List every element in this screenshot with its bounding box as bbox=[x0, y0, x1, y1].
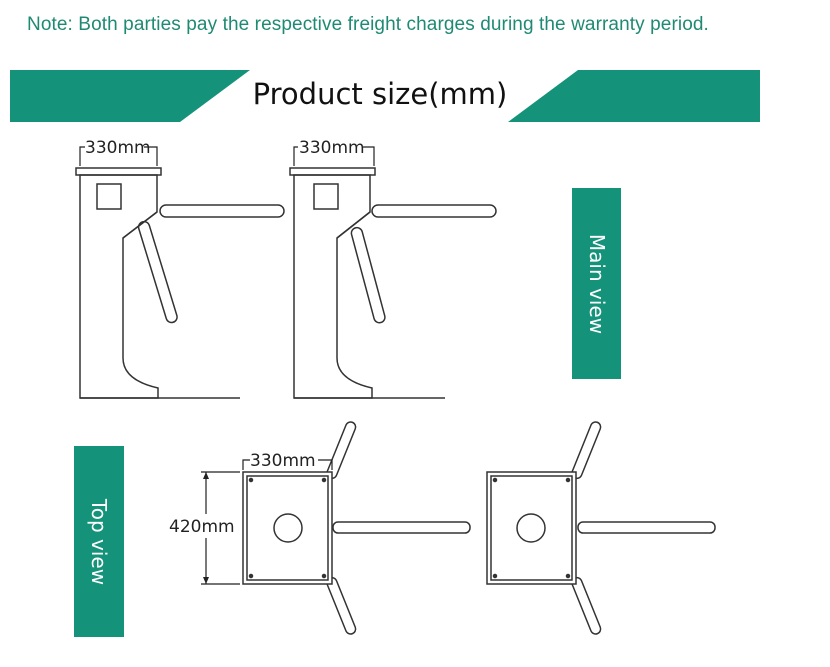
section-banner bbox=[10, 70, 760, 122]
top-view-label: Top view bbox=[74, 446, 124, 637]
banner-left-band bbox=[10, 70, 250, 122]
horizontal-arm bbox=[371, 204, 497, 218]
dimension-line-front-left bbox=[79, 146, 85, 166]
turnstile-arm-joint bbox=[336, 211, 371, 239]
main-view-label: Main view bbox=[572, 188, 621, 379]
banner-right-band bbox=[508, 70, 760, 122]
horizontal-arm bbox=[159, 204, 285, 218]
top-arm-horizontal bbox=[577, 521, 716, 534]
top-arm-diagonal-down bbox=[326, 576, 357, 635]
top-view-turnstile-left bbox=[242, 421, 471, 635]
dimension-label-top-depth: 420mm bbox=[169, 517, 235, 537]
freight-note: Note: Both parties pay the respective fr… bbox=[27, 14, 709, 35]
dimension-label-front-right: 330mm bbox=[299, 138, 365, 158]
turnstile-top-cap bbox=[289, 167, 376, 176]
dimension-line-front-right bbox=[293, 146, 298, 166]
top-view-center-hole bbox=[516, 513, 546, 543]
top-view-body bbox=[486, 471, 577, 585]
angled-arm bbox=[350, 226, 386, 324]
top-arm-diagonal-down bbox=[571, 576, 602, 635]
top-view-turnstile-right bbox=[486, 421, 716, 635]
angled-arm bbox=[137, 220, 178, 324]
turnstile-top-cap bbox=[75, 167, 162, 176]
card-reader-panel bbox=[96, 183, 122, 210]
card-reader-panel bbox=[313, 183, 339, 210]
dimension-label-top-width: 330mm bbox=[250, 451, 316, 471]
turnstile-arm-joint bbox=[122, 211, 158, 239]
top-arm-horizontal bbox=[332, 521, 471, 534]
front-view-turnstile-left bbox=[75, 167, 285, 399]
banner-title: Product size(mm) bbox=[252, 77, 508, 111]
top-arm-diagonal-up bbox=[326, 421, 357, 480]
top-view-inner-plate bbox=[246, 475, 329, 581]
top-view-center-hole bbox=[273, 513, 303, 543]
dimension-line-top-width bbox=[242, 459, 250, 470]
front-view-turnstile-right bbox=[289, 167, 497, 399]
top-view-body bbox=[242, 471, 333, 585]
top-arm-diagonal-up bbox=[571, 421, 602, 480]
top-view-inner-plate bbox=[490, 475, 573, 581]
dimension-label-front-left: 330mm bbox=[85, 138, 151, 158]
